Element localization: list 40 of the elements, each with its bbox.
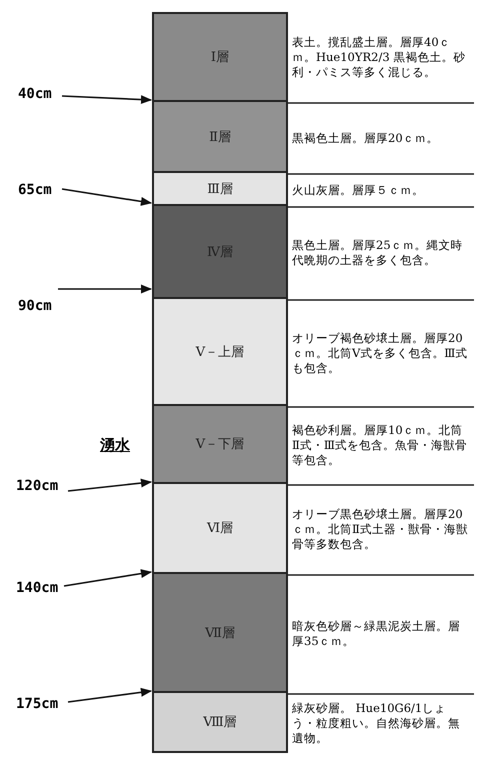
soil-layer-band [152, 299, 288, 406]
depth-label: 175cm [16, 696, 58, 712]
layer-description: 表土。撹乱盛土層。層厚40ｃｍ。Hue10YR2/3 黒褐色土。砂利・パミス等多く混じる。 [291, 34, 466, 81]
depth-label: 140cm [16, 580, 58, 596]
layer-description: 黒褐色土層。層厚20ｃｍ。 [291, 130, 440, 146]
layer-description: 褐色砂利層。層厚10ｃｍ。北筒Ⅱ式・Ⅲ式を包含。魚骨・海獣骨等包含。 [291, 422, 468, 469]
layer-description: 暗灰色砂層～緑黒泥炭土層。層厚35ｃｍ。 [291, 618, 461, 650]
arrow [62, 95, 152, 104]
layer-description: オリーブ褐色砂壌土層。層厚20ｃｍ。北筒Ⅴ式を多く包含。Ⅲ式も包含。 [291, 330, 468, 376]
layer-name: Ⅴ－上層 [196, 344, 244, 360]
soil-layer-band [152, 406, 288, 484]
layer-name: Ⅶ層 [205, 624, 235, 642]
depth-label: 120cm [16, 478, 58, 494]
arrow [62, 188, 152, 206]
soil-layer-band [152, 102, 288, 173]
arrow [64, 569, 152, 587]
water-seepage-label: 湧水 [100, 436, 130, 455]
arrow [58, 284, 152, 294]
layer-name: Ⅱ層 [209, 128, 231, 146]
depth-label: 40cm [18, 86, 52, 102]
depth-label: 65cm [18, 182, 52, 198]
layer-name: Ⅷ層 [203, 714, 237, 731]
layer-description: 火山灰層。層厚５ｃｍ。 [291, 182, 425, 198]
soil-layer-band [152, 574, 288, 693]
arrow [68, 478, 152, 492]
arrow [68, 688, 152, 703]
soil-layer-band [152, 206, 288, 299]
layer-name: Ⅲ層 [207, 180, 233, 198]
layer-description: オリーブ黒色砂壌土層。層厚20ｃｍ。北筒Ⅱ式土器・獣骨・海獣骨等多数包含。 [291, 506, 469, 553]
layer-name: Ⅳ層 [207, 244, 233, 260]
layer-description: 黒色土層。層厚25ｃｍ。縄文時代晩期の土器を多く包含。 [291, 237, 464, 269]
soil-layer-band [152, 484, 288, 574]
layer-name: Ⅴ－下層 [196, 436, 244, 453]
layer-description: 緑灰砂層。 Hue10G6/1しょう・粒度粗い。自然海砂層。無遺物。 [291, 700, 461, 747]
layer-name: Ⅵ層 [206, 520, 234, 537]
soil-layer-band [152, 173, 288, 206]
layer-name: Ⅰ層 [210, 49, 230, 66]
depth-label: 90cm [18, 298, 52, 314]
soil-layer-band [152, 12, 288, 102]
soil-layer-band [152, 693, 288, 753]
